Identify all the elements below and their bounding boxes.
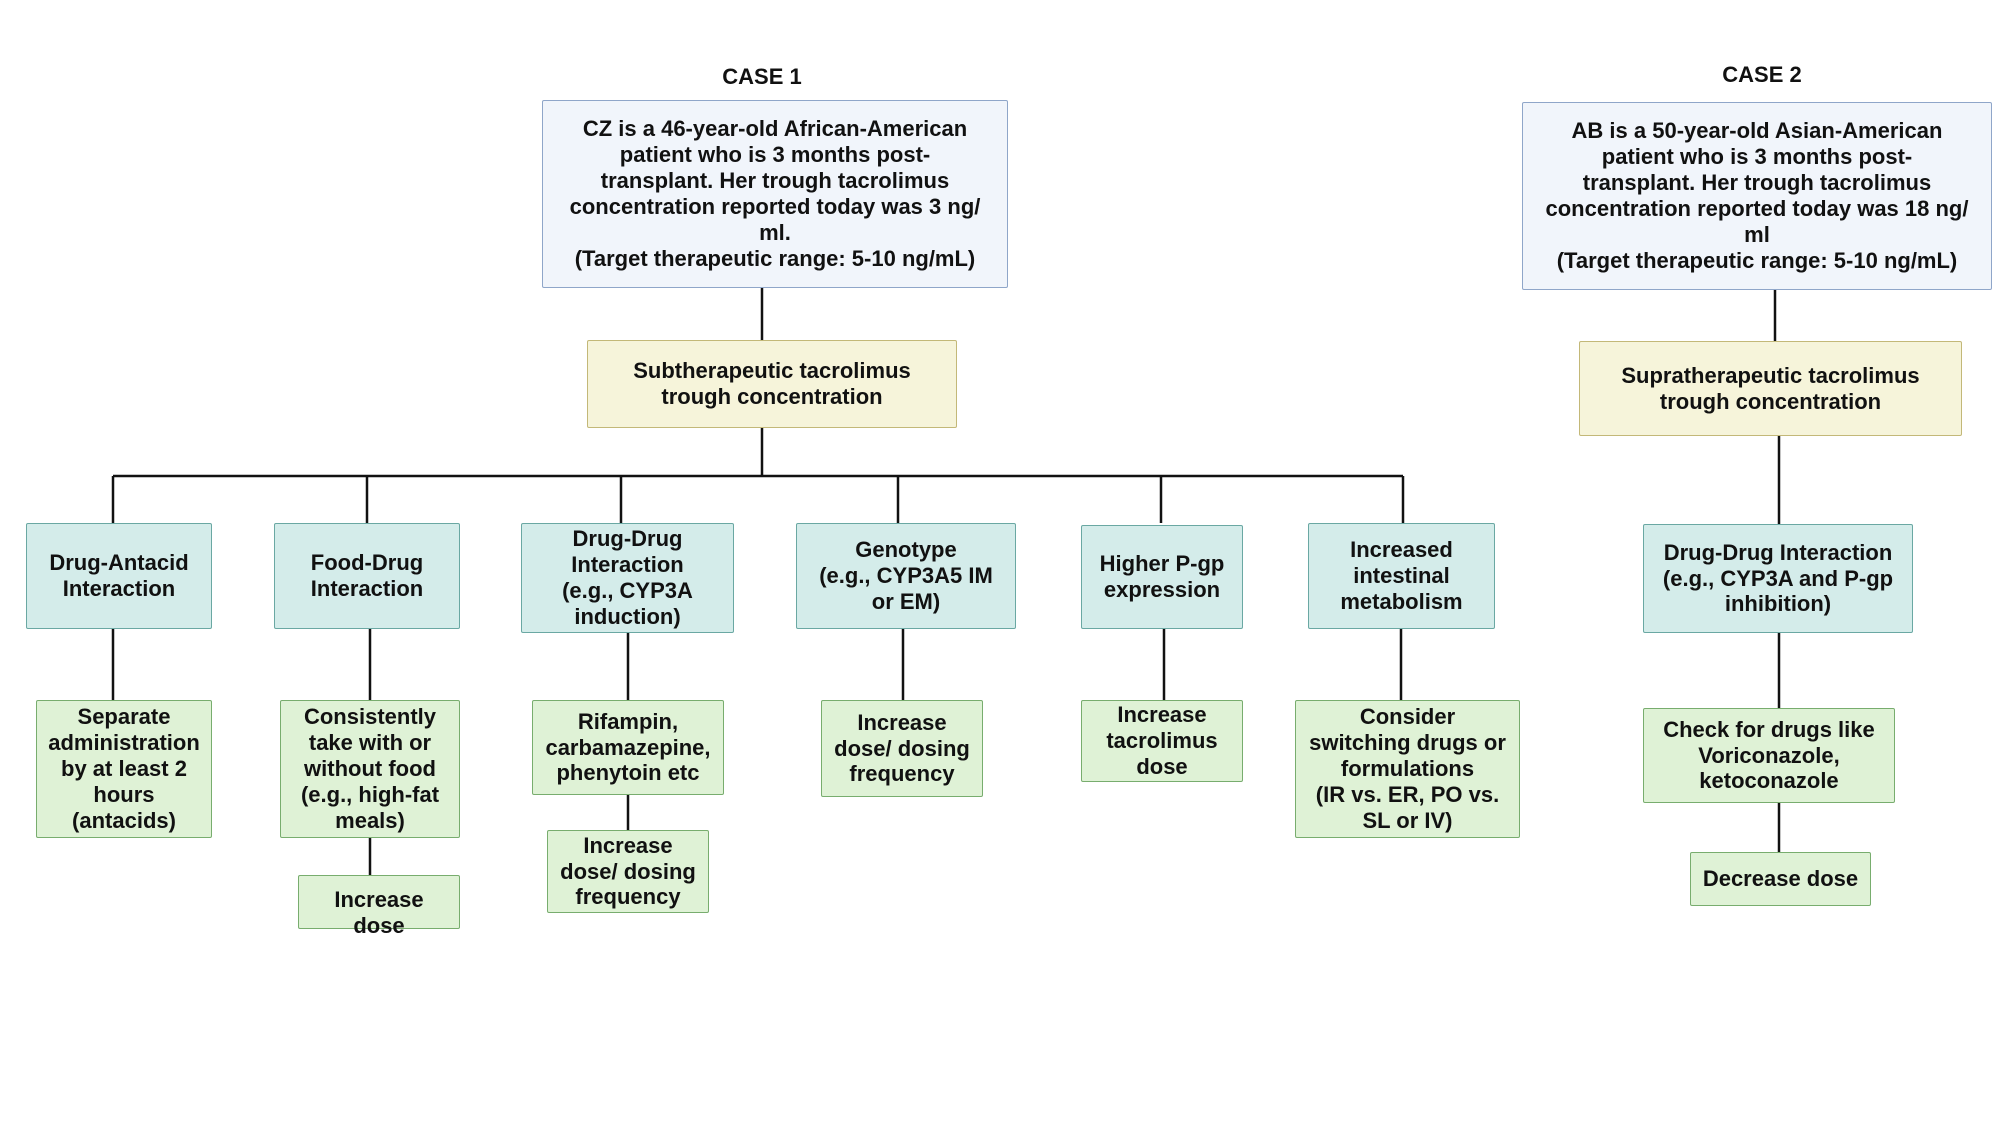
case2-title: CASE 2 [1722,62,1802,87]
case1-action-inducers: Rifampin, carbamazepine, phenytoin etc [532,700,724,795]
case2-action-check-drugs: Check for drugs like Voriconazole, ketoc… [1643,708,1895,803]
case2-secondary-action-decrease-dose: Decrease dose [1690,852,1871,906]
case1-cause-genotype: Genotype (e.g., CYP3A5 IM or EM) [796,523,1016,629]
case1-action-increase-dose-frequency: Increase dose/ dosing frequency [821,700,983,797]
case1-secondary-action-increase-dose: Increase dose [298,875,460,938]
case1-cause-drug-antacid: Drug-Antacid Interaction [26,523,212,629]
case2-description-box: AB is a 50-year-old Asian-American patie… [1522,102,1992,290]
case1-finding-box: Subtherapeutic tacrolimus trough concent… [587,340,957,428]
case1-cause-food-drug: Food-Drug Interaction [274,523,460,629]
case1-description-box: CZ is a 46-year-old African-American pat… [542,100,1008,288]
case2-cause-drug-drug: Drug-Drug Interaction (e.g., CYP3A and P… [1643,524,1913,633]
case1-action-increase-tacrolimus-dose: Increase tacrolimus dose [1081,700,1243,782]
case1-action-switch-formulations: Consider switching drugs or formulations… [1295,700,1520,838]
case1-cause-p-gp: Higher P-gp expression [1081,525,1243,629]
case1-cause-drug-drug: Drug-Drug Interaction (e.g., CYP3A induc… [521,523,734,633]
case1-title: CASE 1 [722,64,802,89]
case2-finding-box: Supratherapeutic tacrolimus trough conce… [1579,341,1962,436]
case1-secondary-action-increase-dose-frequency: Increase dose/ dosing frequency [547,830,709,913]
case1-cause-intestinal-metabolism: Increased intestinal metabolism [1308,523,1495,629]
case1-action-separate-administration: Separate administration by at least 2 ho… [36,700,212,838]
case1-action-consistent-food: Consistently take with or without food (… [280,700,460,838]
